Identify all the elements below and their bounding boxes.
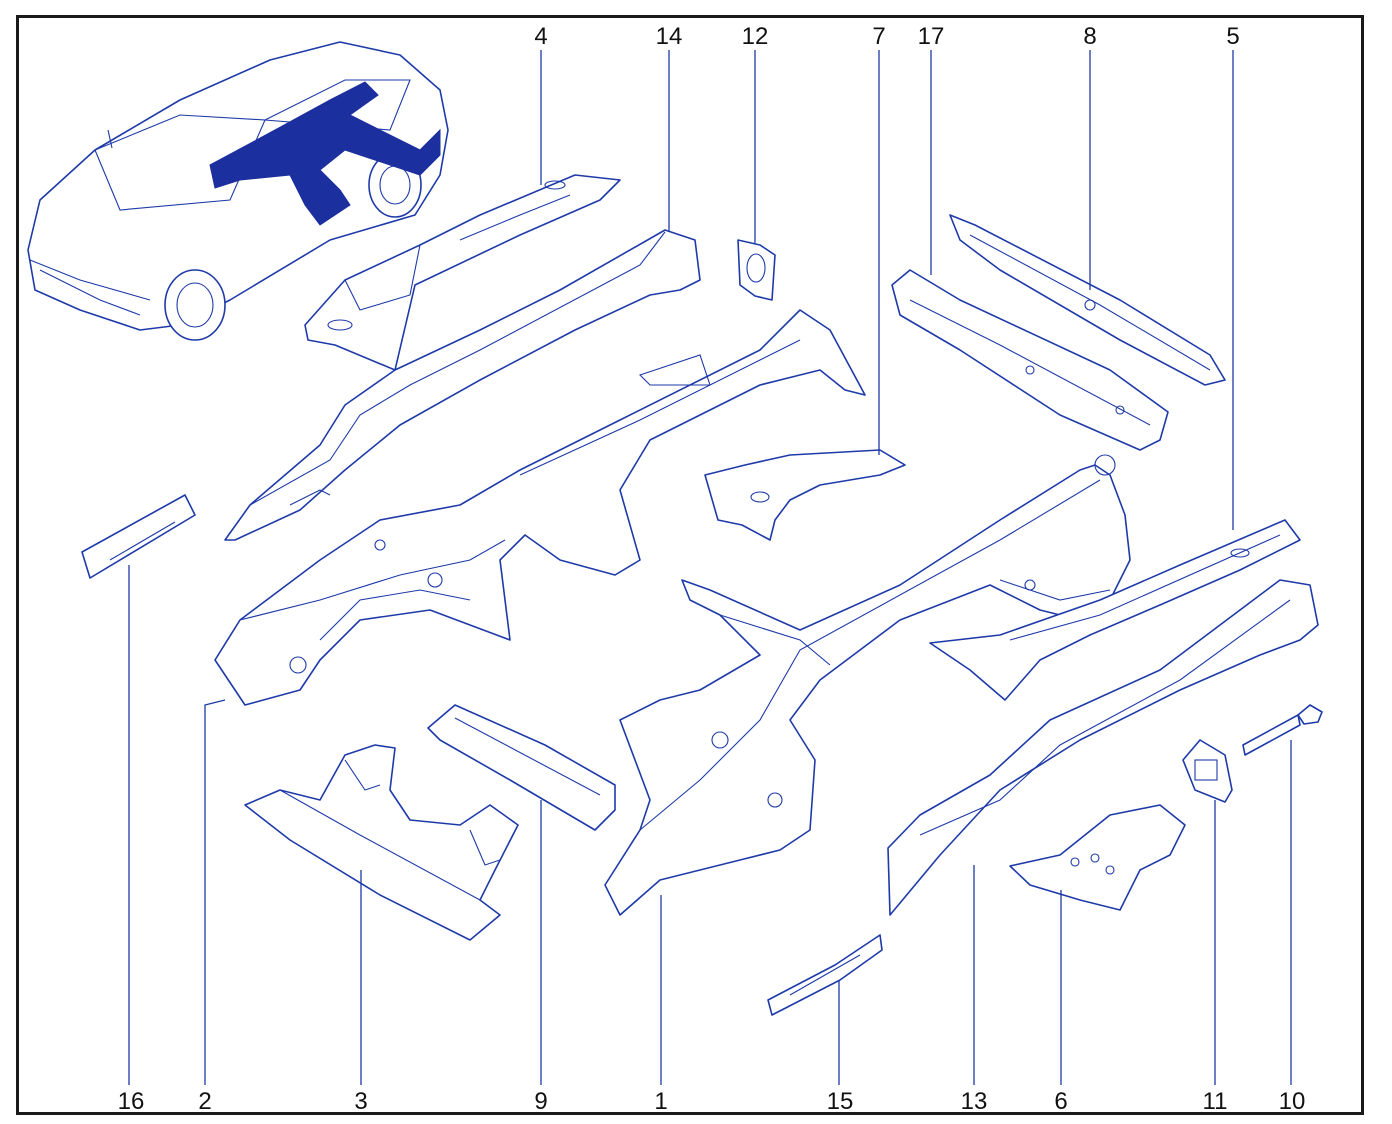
callout-7: 7 xyxy=(872,23,886,50)
part-10 xyxy=(1242,704,1323,756)
callout-1: 1 xyxy=(654,1088,668,1115)
callout-13: 13 xyxy=(960,1088,988,1115)
callout-2: 2 xyxy=(198,1088,212,1115)
part-4 xyxy=(304,174,621,371)
part-9 xyxy=(427,704,616,831)
car-overview xyxy=(27,41,449,341)
part-16 xyxy=(81,494,196,579)
callout-14: 14 xyxy=(655,23,683,50)
part-5 xyxy=(929,519,1301,701)
callout-17: 17 xyxy=(917,23,945,50)
part-15 xyxy=(767,934,883,1016)
callout-5: 5 xyxy=(1226,23,1240,50)
part-14 xyxy=(224,229,701,541)
floor-structure-highlight xyxy=(209,81,441,226)
callout-11: 11 xyxy=(1202,1088,1228,1115)
part-2 xyxy=(214,309,866,706)
part-17 xyxy=(891,269,1169,451)
callout-3: 3 xyxy=(354,1088,368,1115)
callout-15: 15 xyxy=(826,1088,854,1115)
diagram-frame xyxy=(16,15,1364,1115)
callout-9: 9 xyxy=(534,1088,548,1115)
part-12 xyxy=(737,239,776,301)
callout-8: 8 xyxy=(1083,23,1097,50)
callout-6: 6 xyxy=(1054,1088,1068,1115)
callout-10: 10 xyxy=(1278,1088,1306,1115)
part-7 xyxy=(704,449,906,541)
callout-4: 4 xyxy=(534,23,548,50)
callout-12: 12 xyxy=(741,23,769,50)
part-3 xyxy=(244,744,519,941)
part-11 xyxy=(1182,739,1233,803)
part-8 xyxy=(949,214,1226,386)
part-1 xyxy=(604,454,1131,916)
callout-16: 16 xyxy=(117,1088,145,1115)
leader-lines xyxy=(128,50,1292,1085)
part-6 xyxy=(1009,804,1186,911)
part-13 xyxy=(887,579,1319,916)
